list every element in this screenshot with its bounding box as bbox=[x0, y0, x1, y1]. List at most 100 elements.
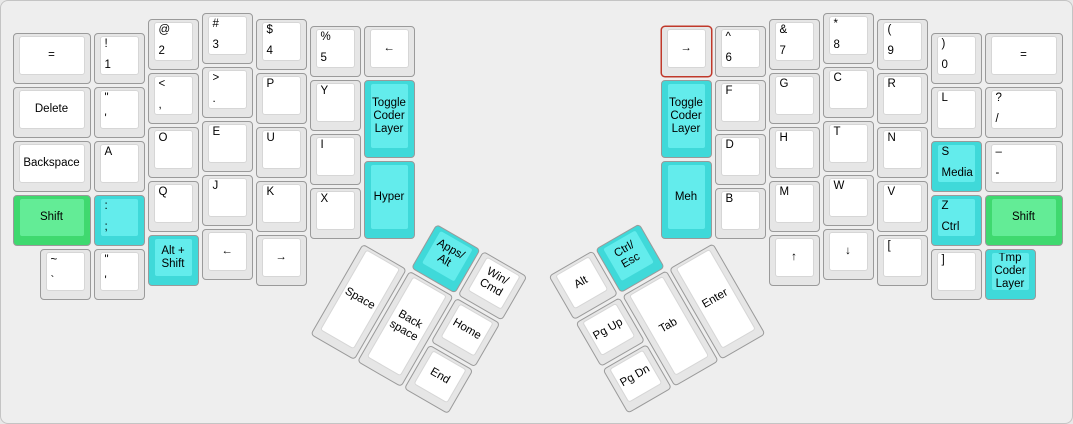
key-num-4[interactable]: $4 bbox=[255, 19, 307, 71]
key-tilde[interactable]: ~` bbox=[39, 248, 91, 300]
keycap-top: W bbox=[828, 177, 868, 217]
key-legend: Y bbox=[320, 85, 329, 97]
key-legend: Coder bbox=[994, 264, 1026, 277]
key-num-6[interactable]: ^6 bbox=[714, 26, 766, 77]
key-v[interactable]: V bbox=[876, 181, 928, 233]
key-h[interactable]: H bbox=[768, 127, 820, 179]
key-x[interactable]: X bbox=[309, 188, 361, 239]
key-num-7[interactable]: &7 bbox=[768, 19, 820, 71]
key-p[interactable]: P bbox=[255, 73, 307, 125]
key-shift-left[interactable]: Shift bbox=[12, 194, 91, 246]
key-legend: L bbox=[941, 91, 948, 104]
key-legend: Space bbox=[343, 284, 378, 312]
key-quote-bottom[interactable]: "' bbox=[93, 248, 145, 300]
key-legend: Delete bbox=[34, 102, 69, 115]
key-arrow-down[interactable]: ↓ bbox=[822, 228, 874, 280]
key-shift-right[interactable]: Shift bbox=[984, 194, 1063, 246]
keycap-top: Shift bbox=[18, 197, 85, 237]
key-m[interactable]: M bbox=[768, 181, 820, 233]
key-legend: A bbox=[104, 145, 113, 158]
keycap-top: Backspace bbox=[18, 143, 85, 183]
key-backspace[interactable]: Backspace bbox=[12, 140, 91, 192]
key-legend: G bbox=[779, 78, 789, 91]
keycap-top: ← bbox=[369, 29, 409, 68]
key-legend: & bbox=[779, 24, 788, 37]
keycap-top: #3 bbox=[207, 15, 247, 55]
keycap-top: G bbox=[774, 76, 814, 116]
key-y[interactable]: Y bbox=[309, 80, 361, 131]
key-dash[interactable]: –- bbox=[984, 140, 1063, 192]
key-g[interactable]: G bbox=[768, 73, 820, 125]
key-legend: Coder bbox=[670, 109, 702, 122]
keycap-top: J bbox=[207, 177, 247, 217]
key-legend: B bbox=[725, 193, 734, 205]
key-legend: Home bbox=[450, 315, 484, 342]
keycap-top: P bbox=[261, 76, 301, 116]
key-e[interactable]: E bbox=[201, 120, 253, 172]
key-w[interactable]: W bbox=[822, 174, 874, 226]
keycap-top: N bbox=[882, 130, 922, 170]
key-quote[interactable]: "' bbox=[93, 86, 145, 138]
keycap-top: C bbox=[828, 69, 868, 109]
keycap-top: M bbox=[774, 184, 814, 224]
key-num-3[interactable]: #3 bbox=[201, 12, 253, 64]
key-equals-right[interactable]: = bbox=[984, 32, 1063, 84]
key-arrow-up[interactable]: ↑ bbox=[768, 235, 820, 287]
key-b[interactable]: B bbox=[714, 188, 766, 239]
key-question[interactable]: ?/ bbox=[984, 86, 1063, 138]
key-num-5[interactable]: %5 bbox=[309, 26, 361, 77]
key-bracket-open[interactable]: [ bbox=[876, 235, 928, 287]
keycap-top: Y bbox=[315, 83, 355, 122]
key-k[interactable]: K bbox=[255, 181, 307, 233]
key-delete[interactable]: Delete bbox=[12, 86, 91, 138]
keycap-top: Meh bbox=[666, 164, 706, 230]
key-legend: Layer bbox=[671, 122, 701, 135]
key-num-1[interactable]: !1 bbox=[93, 32, 145, 84]
key-legend: ~ bbox=[50, 253, 58, 266]
key-num-2[interactable]: @2 bbox=[147, 19, 199, 71]
key-o[interactable]: O bbox=[147, 127, 199, 179]
key-t[interactable]: T bbox=[822, 120, 874, 172]
key-f[interactable]: F bbox=[714, 80, 766, 131]
key-hyper[interactable]: Hyper bbox=[363, 161, 415, 239]
key-legend: V bbox=[887, 186, 896, 199]
key-legend: X bbox=[320, 193, 329, 205]
keycap-top: Alt +Shift bbox=[153, 238, 193, 278]
key-u[interactable]: U bbox=[255, 127, 307, 179]
key-period[interactable]: >. bbox=[201, 66, 253, 118]
key-l[interactable]: L bbox=[930, 86, 982, 138]
keycap-top: Delete bbox=[18, 89, 85, 129]
key-equals-left[interactable]: = bbox=[12, 32, 91, 84]
key-meh[interactable]: Meh bbox=[660, 161, 712, 239]
keycap-top: → bbox=[261, 238, 301, 278]
key-c[interactable]: C bbox=[822, 66, 874, 118]
key-j[interactable]: J bbox=[201, 174, 253, 226]
key-legend: [ bbox=[887, 240, 891, 253]
key-legend: M bbox=[779, 186, 790, 199]
key-arrow-right-bottom[interactable]: → bbox=[255, 235, 307, 287]
key-q[interactable]: Q bbox=[147, 181, 199, 233]
key-n[interactable]: N bbox=[876, 127, 928, 179]
key-legend: ) bbox=[941, 37, 946, 50]
key-num-8[interactable]: *8 bbox=[822, 12, 874, 64]
key-num-0[interactable]: )0 bbox=[930, 32, 982, 84]
key-arrow-left-bottom[interactable]: ← bbox=[201, 228, 253, 280]
key-arrow-left-top[interactable]: ← bbox=[363, 26, 415, 77]
key-i[interactable]: I bbox=[309, 134, 361, 185]
key-legend: " bbox=[104, 91, 109, 104]
key-r[interactable]: R bbox=[876, 73, 928, 125]
key-bracket-close[interactable]: ] bbox=[930, 248, 982, 300]
key-num-9[interactable]: (9 bbox=[876, 19, 928, 71]
key-d[interactable]: D bbox=[714, 134, 766, 185]
key-a[interactable]: A bbox=[93, 140, 145, 192]
key-alt-shift[interactable]: Alt +Shift bbox=[147, 235, 199, 287]
key-comma[interactable]: <, bbox=[147, 73, 199, 125]
key-semicolon[interactable]: :; bbox=[93, 194, 145, 246]
key-arrow-right-top[interactable]: → bbox=[660, 26, 712, 77]
